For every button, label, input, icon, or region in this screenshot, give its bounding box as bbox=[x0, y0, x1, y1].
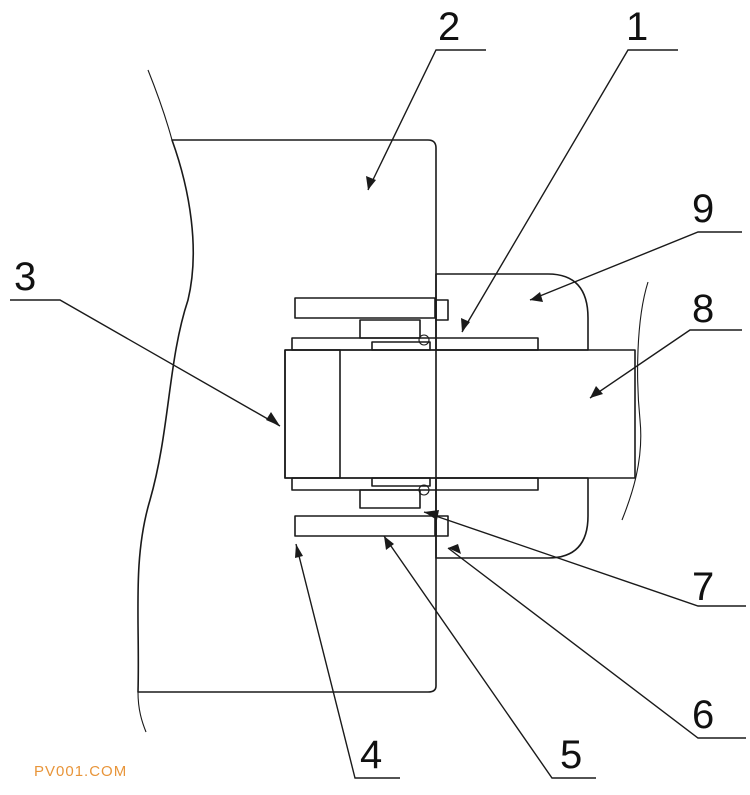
callout-7: 7 bbox=[692, 565, 714, 609]
cap-part-9 bbox=[435, 273, 589, 559]
watermark-text: PV001.COM bbox=[34, 763, 127, 780]
callout-4: 4 bbox=[360, 733, 382, 777]
leader-arrowheads bbox=[266, 176, 603, 558]
callout-2: 2 bbox=[438, 5, 460, 49]
housing-part-2 bbox=[137, 69, 437, 733]
bushing-part-1 bbox=[291, 337, 539, 491]
callout-1: 1 bbox=[626, 5, 648, 49]
callout-3: 3 bbox=[14, 255, 36, 299]
callout-8: 8 bbox=[692, 287, 714, 331]
seal-ring-part-5 bbox=[294, 297, 436, 537]
callout-9: 9 bbox=[692, 187, 714, 231]
clip-part-6 bbox=[418, 299, 449, 537]
callout-5: 5 bbox=[560, 733, 582, 777]
callout-6: 6 bbox=[692, 693, 714, 737]
leader-lines bbox=[10, 49, 746, 779]
